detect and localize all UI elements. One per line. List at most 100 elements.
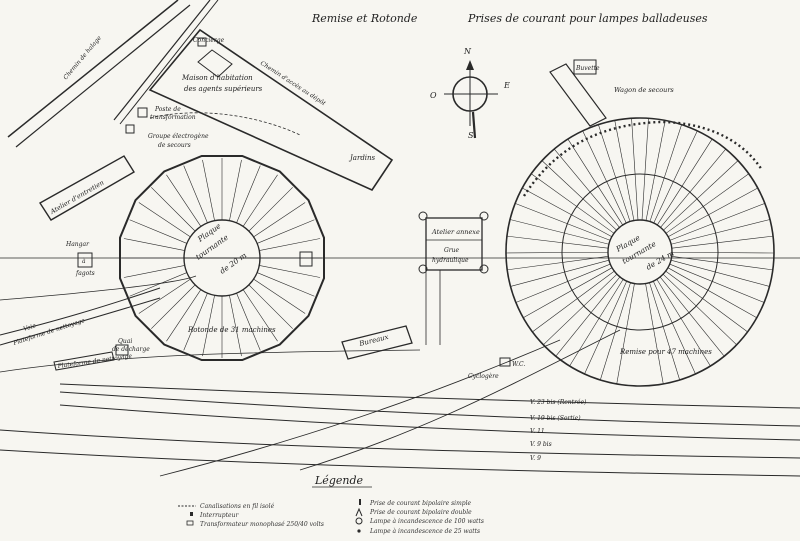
right-radial-track [669,263,765,303]
left-radial-track [236,292,261,351]
right-radial-track [656,138,713,226]
left-radial-track [259,238,321,251]
water-column-1 [418,211,428,221]
right-radial-track [582,130,627,224]
right-roundhouse: Buvette Wagon de secours Plaque tournant… [505,59,775,387]
voie-left-label: Voie [22,322,37,333]
legend-title: Légende [314,474,363,487]
right-radial-track [515,203,611,241]
poste-label: Poste de [154,106,181,113]
road-edge-3 [113,0,211,121]
compass-rose: N S E O [430,47,510,140]
buvette-label: Buvette [575,65,600,72]
left-radial-track [138,202,191,238]
remise-name-label: Remise pour 47 machines [619,348,712,356]
compass-north-arrow [466,60,474,70]
right-radial-track [584,281,628,375]
poste-box [125,124,135,134]
left-radial-track [229,295,242,357]
line-v9bis [0,429,800,459]
right-radial-track [532,270,615,333]
road-edge-4 [119,0,219,125]
right-radial-track [652,281,696,375]
left-radial-track [151,187,196,232]
cyclogare-label: Cyclogère [468,373,499,380]
right-radial-track [656,279,711,367]
legend-simple-socket-symbol [359,499,361,505]
right-radial-track [665,173,749,234]
right-radial-track [531,173,615,234]
left-radial-track [123,265,185,278]
voie-11-label: V. 11 [530,428,545,435]
water-column-2 [479,211,489,221]
compound-wall [148,28,394,192]
right-radial-track [670,219,771,245]
grue-label: Grue [444,247,460,254]
compass-east: E [503,81,510,90]
left-radial-track [259,265,321,278]
left-rotunda-radials [122,158,322,358]
right-radial-track [554,148,620,228]
poste-label-2: transformation [150,114,196,121]
groupe-label: Groupe électrogène [148,133,209,140]
right-radial-track [510,259,610,287]
water-column-3 [418,264,428,274]
right-radial-track [616,283,635,385]
plateforme-2-box [53,351,115,371]
grue-label-2: hydraulique [432,257,469,264]
buvette-box [573,59,597,75]
legend-lamp-100-symbol [355,517,363,525]
hangar-label: Hangar [65,241,90,248]
line-v11 [59,404,800,441]
water-column-4 [479,264,489,274]
right-radial-track [507,255,609,271]
left-radial-track [248,284,293,329]
quai-label-2: de décharge [112,346,150,353]
maison-label: Maison d'habitation [181,74,253,82]
right-turntable [607,219,673,285]
left-radial-track [129,272,188,297]
concierge-label: Concierge [193,37,225,44]
right-roundhouse-radials [506,118,774,385]
left-radial-track [138,278,191,314]
bureaux-building [341,325,413,360]
crossover-2 [299,329,621,471]
cyclogere-box [499,357,511,367]
left-radial-track [151,284,196,329]
title-right: Prises de courant pour lampes balladeuse… [467,12,708,25]
legend-double-socket-symbol [355,507,363,517]
quai-box [115,344,129,356]
right-radial-track [522,187,613,237]
garden-fence [149,112,301,136]
left-radial-track [253,278,306,314]
jardin-label: Jardins [348,154,376,162]
right-radial-track [671,235,774,249]
left-radial-track [183,292,208,351]
right-radial-track [523,267,613,318]
bureaux-label: Bureaux [358,333,390,348]
left-radial-track [123,238,185,251]
right-radial-track [569,279,624,367]
compass-south-needle [471,111,477,139]
maison-label-2: des agents supérieurs [184,85,263,93]
right-radial-track [667,267,757,318]
groupe-box [137,107,148,118]
house-building [197,49,233,78]
atelier-annexe-label: Atelier annexe [431,228,480,236]
legend-transformer-symbol [186,520,194,526]
left-radial-track [166,174,202,227]
wagon-secours-shed [549,63,607,127]
legend-right-4: Lampe à incandescence de 25 watts [369,528,480,535]
left-radial-track [202,295,215,357]
plaque-left-label-3: de 20 m [218,251,248,276]
quai-label: Quai [118,338,132,345]
road-edge-2 [15,4,191,148]
voie-23-label: V. 23 bis (Rentrée) [530,399,587,406]
left-track-fan: Plateforme de nettoyage Voie Plateforme … [0,275,421,373]
left-radial-track [236,165,261,224]
legend-right-1: Prise de courant bipolaire simple [369,500,472,507]
right-radial-track [665,270,748,333]
right-radial-track [645,283,664,385]
